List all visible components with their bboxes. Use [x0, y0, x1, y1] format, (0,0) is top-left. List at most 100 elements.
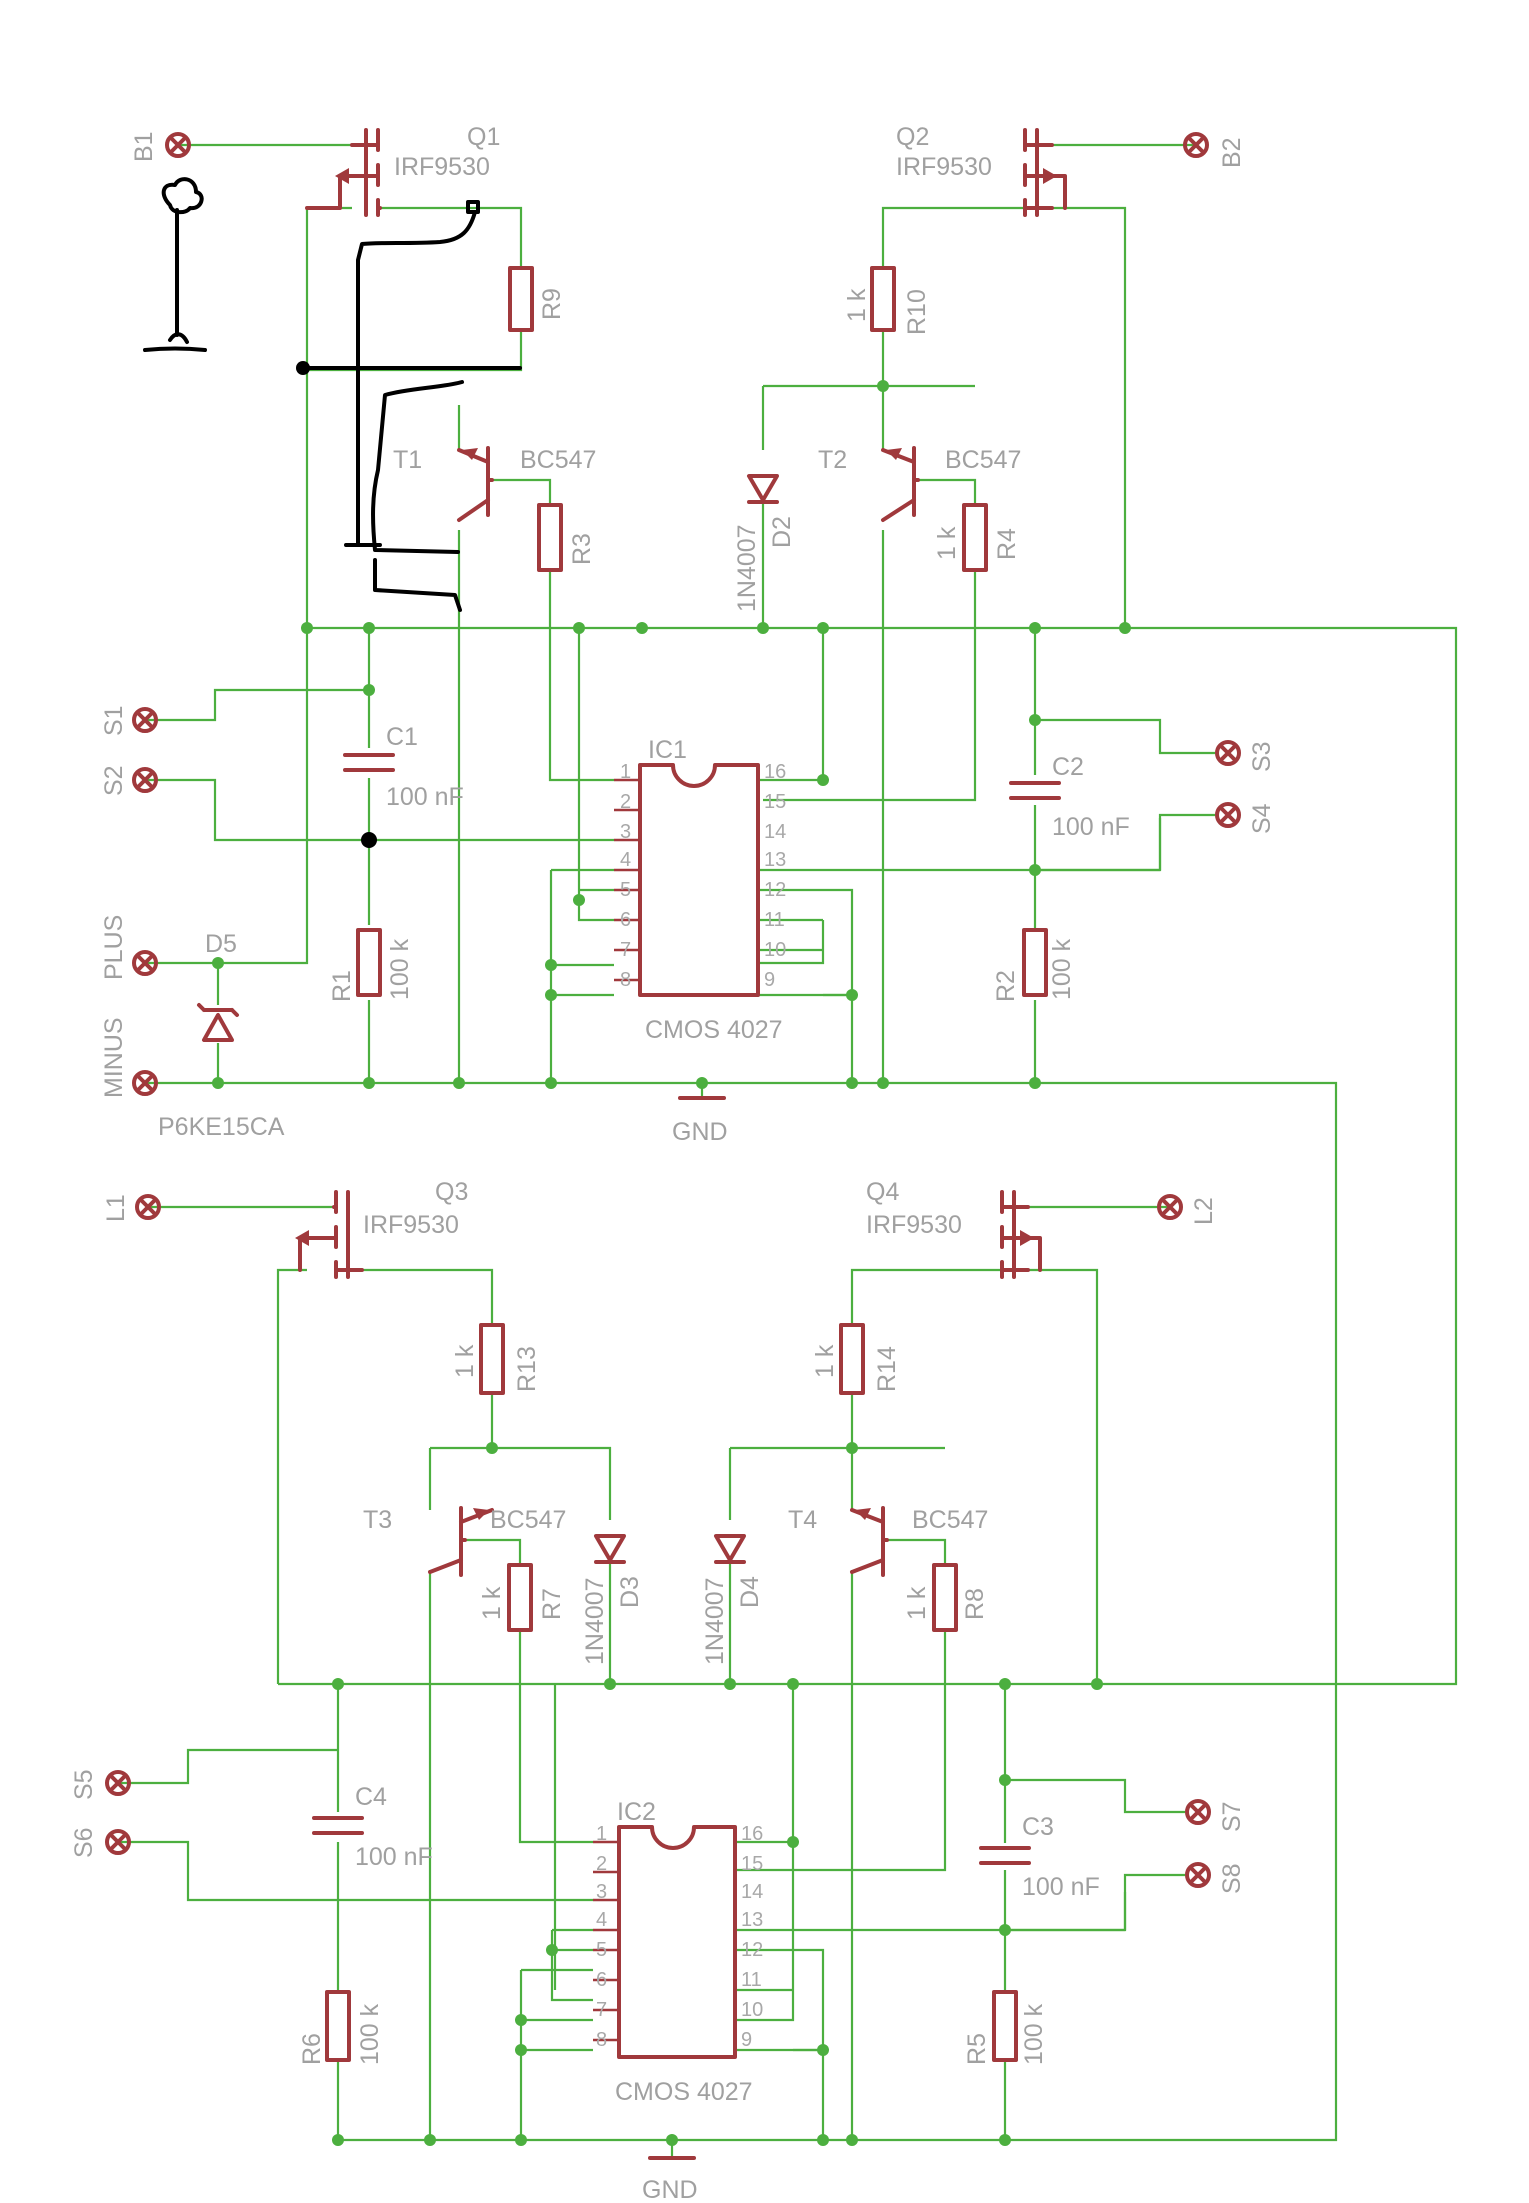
terminals: B1 B2 S1 S2 S3 S4 PLUS MINUS L1 L2 S5 S6…	[70, 131, 1276, 1894]
terminal-s7	[1185, 1799, 1211, 1825]
c1-name: C1	[386, 723, 418, 751]
r10-name: R10	[903, 289, 931, 335]
c3-name: C3	[1022, 1813, 1054, 1841]
c2-value: 100 nF	[1052, 813, 1130, 841]
q2-value: IRF9530	[896, 153, 992, 181]
ic1-pin-16: 16	[764, 761, 786, 783]
ic2-pin-13: 13	[741, 1909, 763, 1931]
r5-value: 100 k	[1020, 2003, 1048, 2065]
r4-value: 1 k	[933, 526, 961, 560]
ic2-pin-11: 11	[741, 1969, 762, 1991]
diode-d3: 1N4007 D3	[581, 1534, 644, 1665]
ic1-value: CMOS 4027	[645, 1016, 783, 1044]
r9-name: R9	[538, 288, 566, 320]
diode-d5: D5 P6KE15CA	[158, 930, 285, 1141]
ic1-pin-5: 5	[620, 879, 631, 901]
q1-name: Q1	[467, 123, 500, 151]
terminal-l2-label: L2	[1190, 1197, 1218, 1225]
ic1-pin-4: 4	[620, 849, 631, 871]
ic1-pin-14: 14	[764, 821, 786, 843]
r1-value: 100 k	[386, 938, 414, 1000]
ic1-pin-10: 10	[764, 939, 786, 961]
ground-label-bottom: GND	[642, 2176, 698, 2203]
ground-symbol-top: GND	[672, 1096, 728, 1146]
d2-value: 1N4007	[733, 524, 761, 612]
terminal-s6-label: S6	[70, 1827, 98, 1858]
ic1-pin-11: 11	[764, 909, 785, 931]
ic1-name: IC1	[648, 736, 687, 764]
resistor-r9: R9	[508, 266, 566, 332]
t4-value: BC547	[912, 1506, 988, 1534]
ic1-pin-15: 15	[764, 791, 786, 813]
capacitor-c2: C2 100 nF	[1009, 753, 1130, 841]
bjt-t1: T1 BC547	[393, 446, 596, 522]
d5-value: P6KE15CA	[158, 1113, 285, 1141]
c1-value: 100 nF	[386, 783, 464, 811]
t4-name: T4	[788, 1506, 817, 1534]
r6-name: R6	[298, 2033, 326, 2065]
resistor-r14: 1 k R14	[811, 1323, 901, 1395]
r10-value: 1 k	[843, 288, 871, 322]
ic2-pin-12: 12	[741, 1939, 763, 1961]
capacitor-c1: C1 100 nF	[343, 723, 464, 811]
r8-value: 1 k	[903, 1586, 931, 1620]
resistor-r8: 1 k R8	[903, 1563, 989, 1632]
mosfet-q1: Q1 IRF9530	[305, 123, 500, 217]
terminal-s4	[1215, 802, 1241, 828]
terminal-s3	[1215, 740, 1241, 766]
c3-value: 100 nF	[1022, 1873, 1100, 1901]
ic2-pin-5: 5	[596, 1939, 607, 1961]
ic1-pin-2: 2	[620, 791, 631, 813]
r8-name: R8	[961, 1588, 989, 1620]
mosfet-q3: Q3 IRF9530	[295, 1178, 468, 1279]
q4-value: IRF9530	[866, 1211, 962, 1239]
ground-label-top: GND	[672, 1118, 728, 1146]
ic2-pin-4: 4	[596, 1909, 607, 1931]
ic1-pin-8: 8	[620, 969, 631, 991]
t2-name: T2	[818, 446, 847, 474]
capacitor-c3: C3 100 nF	[979, 1813, 1100, 1901]
bjt-t2: T2 BC547	[818, 446, 1021, 522]
t1-name: T1	[393, 446, 422, 474]
ic2: IC2 CMOS 4027 1 2 3 4 5 6 7 8 16 15 14 1…	[593, 1798, 763, 2106]
r6-value: 100 k	[356, 2003, 384, 2065]
c2-name: C2	[1052, 753, 1084, 781]
t3-name: T3	[363, 1506, 392, 1534]
t3-value: BC547	[490, 1506, 566, 1534]
ic2-pin-1: 1	[596, 1823, 607, 1845]
mosfet-q2: Q2 IRF9530	[896, 123, 1067, 217]
ic1-pin-7: 7	[620, 939, 631, 961]
terminal-s8-label: S8	[1218, 1863, 1246, 1894]
ic2-pin-6: 6	[596, 1969, 607, 1991]
ic2-name: IC2	[617, 1798, 656, 1826]
resistor-r13: 1 k R13	[451, 1323, 541, 1395]
junctions	[212, 380, 1131, 2146]
d3-name: D3	[616, 1576, 644, 1608]
d4-value: 1N4007	[701, 1577, 729, 1665]
ic2-pin-9: 9	[741, 2029, 752, 2051]
r7-value: 1 k	[478, 1586, 506, 1620]
ic2-value: CMOS 4027	[615, 2078, 753, 2106]
r14-value: 1 k	[811, 1344, 839, 1378]
r1-name: R1	[328, 970, 356, 1002]
ic1-pin-3: 3	[620, 821, 631, 843]
r14-name: R14	[873, 1346, 901, 1392]
ic1-pin-6: 6	[620, 909, 631, 931]
ic2-pin-3: 3	[596, 1881, 607, 1903]
resistor-r7: 1 k R7	[478, 1563, 566, 1632]
ic2-pin-8: 8	[596, 2029, 607, 2051]
terminal-s1-label: S1	[100, 705, 128, 736]
r3-name: R3	[568, 533, 596, 565]
terminal-s5-label: S5	[70, 1769, 98, 1800]
terminal-s3-label: S3	[1248, 741, 1276, 772]
ic2-pin-15: 15	[741, 1853, 763, 1875]
d5-name: D5	[205, 930, 237, 958]
ic1-pin-12: 12	[764, 879, 786, 901]
capacitor-c4: C4 100 nF	[312, 1783, 433, 1871]
r4-name: R4	[993, 528, 1021, 560]
resistor-r5: R5 100 k	[963, 1990, 1048, 2065]
q3-name: Q3	[435, 1178, 468, 1206]
resistor-r1: R1 100 k	[328, 928, 414, 1002]
ic1-pin-9: 9	[764, 969, 775, 991]
